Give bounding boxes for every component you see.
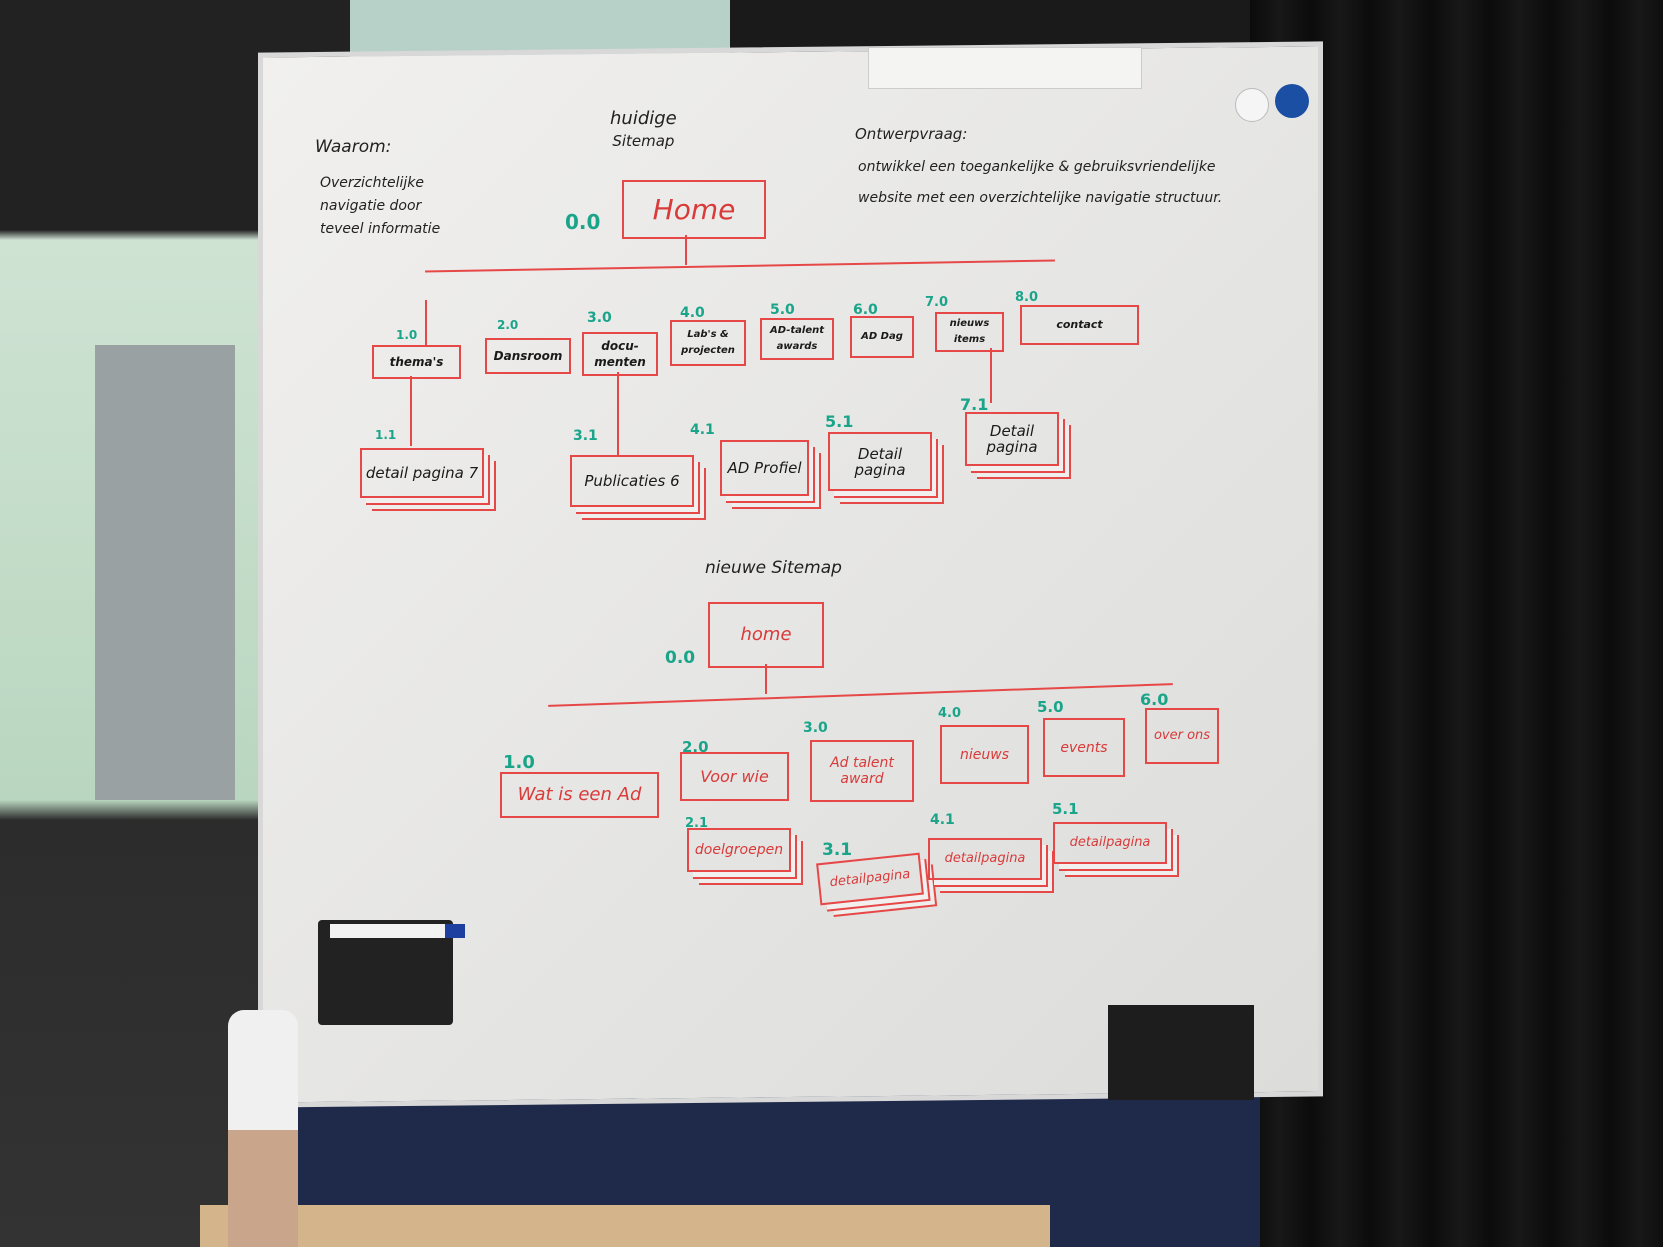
new-subpage-node: doelgroepen <box>687 828 791 872</box>
current-page-node: Dansroom <box>485 338 571 374</box>
question-text: ontwikkel een toegankelijke & gebruiksvr… <box>858 152 1222 214</box>
new-page-node: Ad talent award <box>810 740 914 802</box>
whiteboard-marker <box>330 924 465 938</box>
new-page-node: Voor wie <box>680 752 789 801</box>
node-number: 3.0 <box>587 310 612 326</box>
why-line: teveel informatie <box>320 221 441 237</box>
question-line: ontwikkel een toegankelijke & gebruiksvr… <box>858 159 1216 175</box>
new-home-node: home <box>708 602 824 668</box>
white-magnet-icon <box>1235 88 1269 122</box>
node-number: 5.0 <box>1037 698 1064 716</box>
node-number: 5.1 <box>825 412 854 431</box>
current-page-node: Lab's & projecten <box>670 320 746 366</box>
new-subpage-node: detailpagina <box>1053 822 1167 864</box>
node-number: 7.0 <box>925 295 949 310</box>
water-bottle <box>228 1010 298 1247</box>
current-page-node: AD Dag <box>850 316 914 358</box>
current-subpage-node: AD Profiel <box>720 440 809 496</box>
new-page-node: nieuws <box>940 725 1029 784</box>
question-line: website met een overzichtelijke navigati… <box>858 190 1223 206</box>
node-number: 1.1 <box>375 428 397 442</box>
node-number: 3.0 <box>803 720 828 736</box>
node-number: 4.1 <box>930 812 955 828</box>
magnetic-strip <box>868 47 1142 89</box>
blue-magnet-icon <box>1275 84 1309 118</box>
node-number: 4.0 <box>938 706 962 721</box>
node-number: 4.0 <box>680 305 705 321</box>
node-number: 8.0 <box>1015 290 1039 305</box>
node-number: 0.0 <box>565 210 601 234</box>
node-number: 4.1 <box>690 422 715 438</box>
why-text: Overzichtelijke navigatie door teveel in… <box>320 172 440 241</box>
new-sitemap-title: nieuwe Sitemap <box>705 558 842 578</box>
node-number: 2.0 <box>682 738 709 756</box>
node-number: 3.1 <box>573 428 598 444</box>
node-number: 3.1 <box>822 840 853 860</box>
current-page-node: thema's <box>372 345 461 379</box>
connector <box>685 235 687 265</box>
connector <box>410 376 412 446</box>
current-page-node: docu-menten <box>582 332 658 376</box>
current-subpage-node: Publicaties 6 <box>570 455 694 507</box>
node-number: 7.1 <box>960 395 989 414</box>
cabinet <box>95 345 235 800</box>
current-subpage-node: Detail pagina <box>828 432 932 491</box>
eraser-cup <box>1108 1005 1254 1100</box>
node-number: 1.0 <box>396 328 418 342</box>
current-subpage-node: Detail pagina <box>965 412 1059 466</box>
node-number: 2.0 <box>497 318 519 332</box>
connector <box>990 348 992 403</box>
new-page-node: Wat is een Ad <box>500 772 659 818</box>
connector <box>617 372 619 457</box>
current-subpage-node: detail pagina 7 <box>360 448 484 498</box>
node-number: 0.0 <box>665 648 696 668</box>
connector <box>425 300 427 345</box>
why-line: navigatie door <box>320 198 422 214</box>
current-sitemap-title: huidige Sitemap <box>610 108 677 152</box>
current-page-node: nieuws items <box>935 312 1004 352</box>
desk <box>200 1205 1050 1247</box>
new-page-node: events <box>1043 718 1125 777</box>
node-number: 6.0 <box>853 302 878 318</box>
why-line: Overzichtelijke <box>320 175 424 191</box>
title-line: huidige <box>610 108 677 129</box>
current-page-node: contact <box>1020 305 1139 345</box>
node-number: 6.0 <box>1140 690 1169 709</box>
new-subpage-node: detailpagina <box>928 838 1042 880</box>
node-number: 5.0 <box>770 302 795 318</box>
question-title: Ontwerpvraag: <box>855 125 968 143</box>
node-number: 5.1 <box>1052 800 1079 818</box>
new-page-node: over ons <box>1145 708 1219 764</box>
title-line: Sitemap <box>612 132 675 150</box>
node-number: 2.1 <box>685 816 709 831</box>
node-number: 1.0 <box>503 752 535 773</box>
current-home-node: Home <box>622 180 766 239</box>
current-page-node: AD-talent awards <box>760 318 834 360</box>
why-title: Waarom: <box>315 137 392 157</box>
connector <box>765 664 767 694</box>
